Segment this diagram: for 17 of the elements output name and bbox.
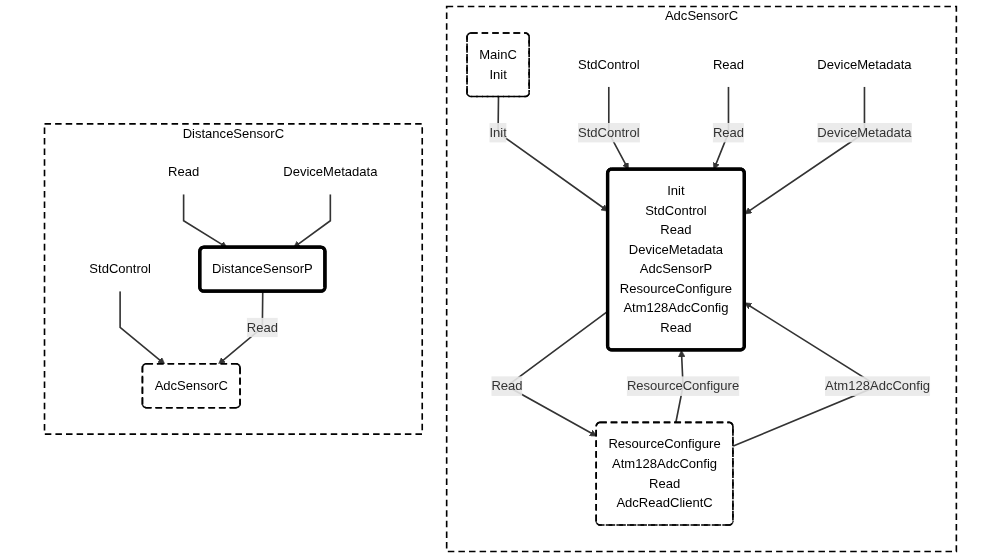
edge-label: Init <box>489 125 507 140</box>
edge-label: StdControl <box>578 125 640 140</box>
node-text: Read <box>168 164 200 179</box>
edge-label: Read <box>246 320 278 334</box>
edge-label: Read <box>712 125 745 140</box>
node-text: StdControl <box>89 261 151 276</box>
node-text: DeviceMetadata <box>817 57 912 72</box>
arrow <box>293 193 332 248</box>
edge-label: ResourceConfigure <box>626 378 740 393</box>
edge-label: Read <box>491 378 523 393</box>
edge-label: Atm128AdcConfig <box>825 378 931 393</box>
arrow <box>119 290 166 365</box>
edge-label: DeviceMetadata <box>817 125 912 140</box>
node-text: StdControl <box>578 57 640 72</box>
node-text: DeviceMetadata <box>283 164 378 179</box>
arrow <box>182 193 228 248</box>
node-text: Read <box>712 57 745 72</box>
